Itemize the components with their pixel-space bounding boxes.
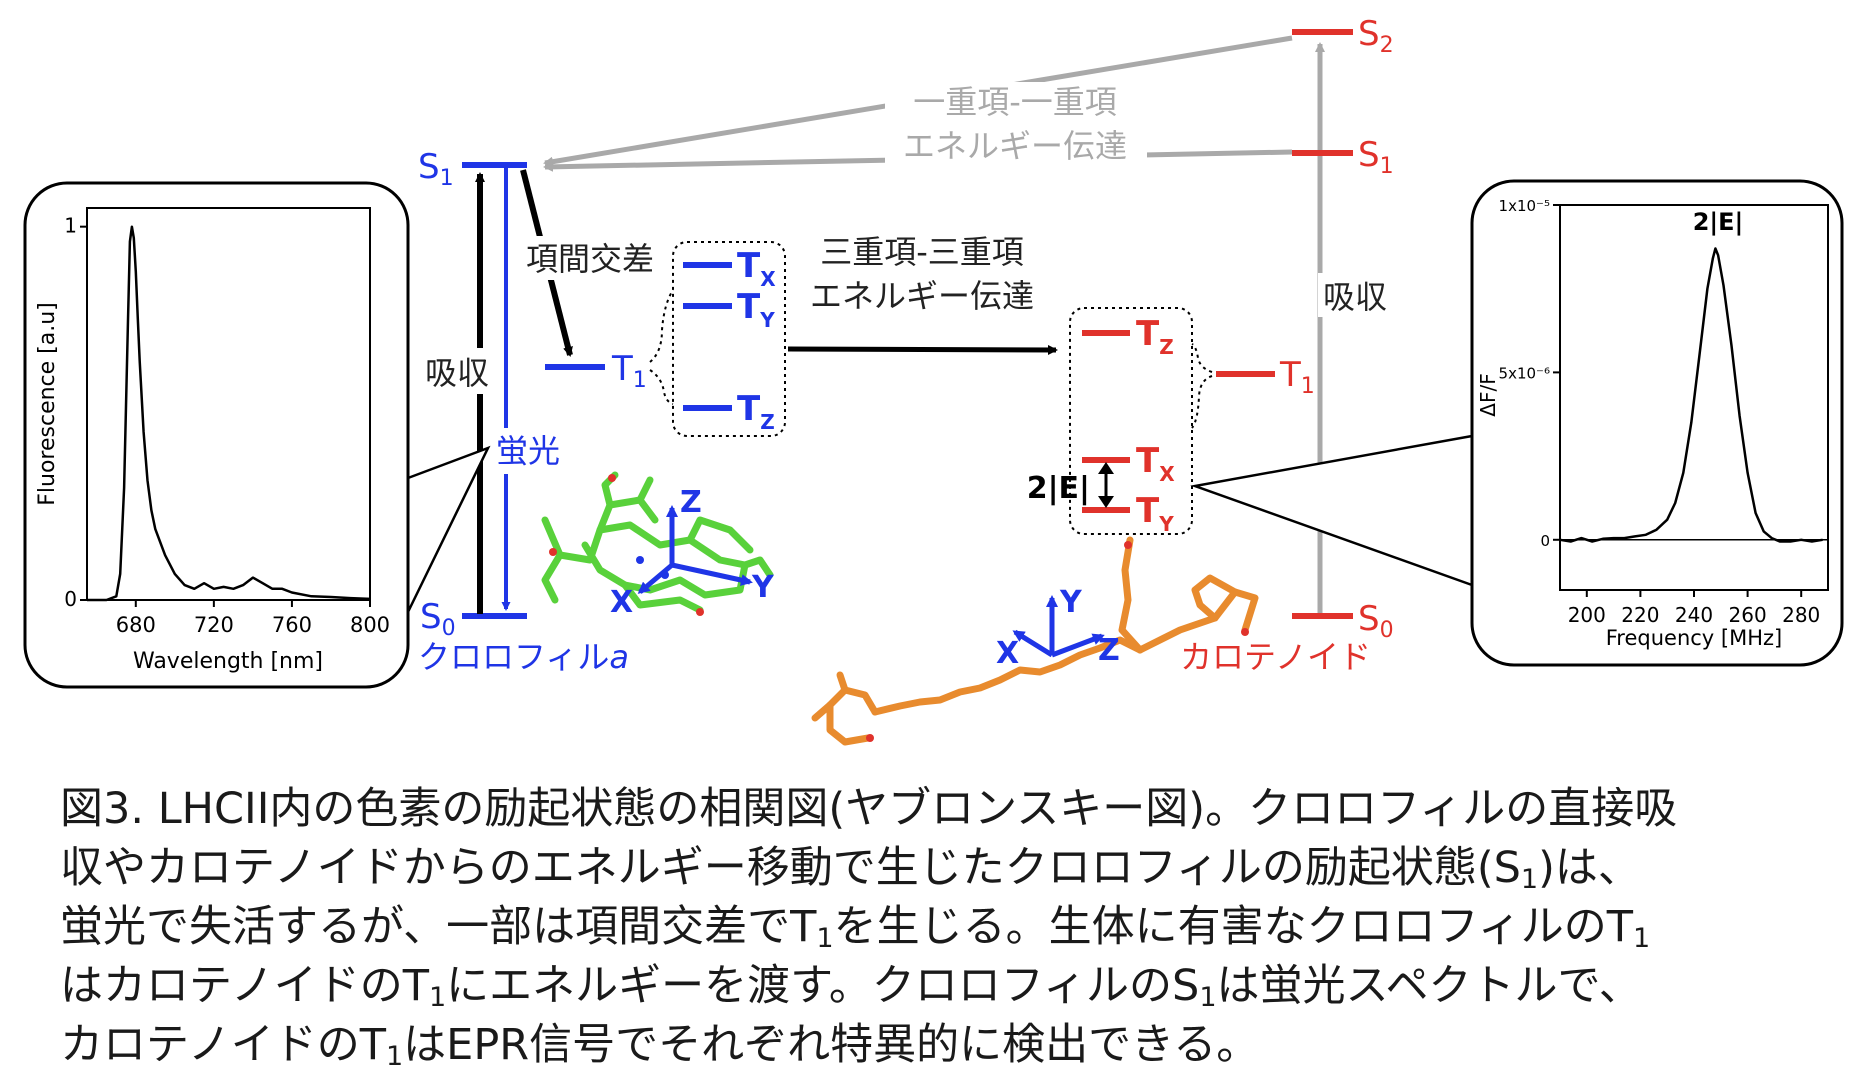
chl-y-axis: [671, 562, 753, 586]
series-line: [87, 225, 371, 602]
x-tick-label: 260: [1729, 603, 1767, 627]
figure-caption: 図3. LHCII内の色素の励起状態の相関図(ヤブロンスキー図)。クロロフィルの…: [60, 780, 1840, 1075]
chlorophyll-molecule: [541, 471, 774, 614]
caption-subscript: 1: [1199, 982, 1217, 1013]
car-z-axis: [1051, 633, 1105, 658]
caption-part: はカロテノイドのT: [60, 961, 429, 1011]
caption-subscript: 1: [385, 1041, 404, 1072]
fluorescence-callout: [406, 432, 491, 613]
y-tick-label: 0: [64, 587, 77, 611]
car-y-axis-label: Y: [1059, 585, 1083, 620]
car-x-axis-label: X: [996, 636, 1019, 671]
caption-part: は蛍光スペクトルで、: [1216, 961, 1642, 1011]
isc-label: 項間交差: [526, 240, 654, 278]
caption-subscript: 1: [816, 923, 834, 954]
car-s2-label: S2: [1358, 14, 1394, 58]
carotenoid-molecule: [811, 536, 1259, 746]
chl-t1-brace-upper: [649, 289, 674, 363]
x-tick-label: 200: [1568, 603, 1606, 627]
y-tick-label: 0: [1540, 532, 1550, 550]
fluorescence-plot-area: [86, 207, 371, 601]
car-x-axis: [1012, 629, 1054, 658]
chl-absorption-label: 吸収: [425, 354, 489, 392]
caption-part: にエネルギーを渡す。クロロフィルのS: [446, 961, 1200, 1011]
chl-ty-label: TY: [737, 287, 775, 332]
chl-x-axis: [637, 563, 674, 594]
car-t1-brace-lower: [1191, 375, 1213, 429]
caption-part: カロテノイドのT: [60, 1020, 386, 1070]
fluorescence-spectrum-panel: 680 720 760 800 0 1 Wavelength [nm] Fluoresce…: [23, 181, 410, 689]
epr-spectrum-panel: 200 220 240 260 280 0 5x10⁻⁶ 1x10⁻⁵ Frequency […: [1470, 179, 1844, 667]
series-line: [1559, 247, 1823, 543]
splitting-arrow-head-bottom: [1098, 496, 1114, 508]
fluorescence-xlabel: Wavelength [nm]: [133, 649, 323, 674]
chl-triplet-box: [672, 241, 786, 437]
caption-subscript: 1: [1633, 923, 1651, 954]
caption-part: 蛍光で失活するが、一部は項間交差でT: [60, 902, 817, 952]
x-tick-label: 240: [1675, 603, 1713, 627]
splitting-label: 2|E|: [1027, 471, 1090, 506]
caption-subscript: 1: [428, 982, 447, 1013]
x-tick-label: 760: [272, 613, 312, 637]
chl-z-axis-label: Z: [680, 485, 702, 520]
caption-part: はEPR信号でそれぞれ特異的に検出できる。: [403, 1020, 1260, 1070]
carotenoid-absorption-label: 吸収: [1323, 278, 1387, 316]
epr-chart: 200 220 240 260 280 0 5x10⁻⁶ 1x10⁻⁵: [1499, 197, 1828, 627]
x-tick-label: 280: [1782, 603, 1820, 627]
carotenoid-molecule-heteroatoms: [866, 541, 1249, 742]
car-ty-label: TY: [1136, 491, 1174, 536]
chlorophyll-molecule-heteroatoms: [549, 474, 704, 616]
carotenoid-name: カロテノイド: [1180, 638, 1371, 676]
x-tick-label: 220: [1621, 603, 1659, 627]
car-tz-label: TZ: [1136, 314, 1174, 359]
car-t1-brace-upper: [1191, 343, 1213, 373]
chlorophyll-name: クロロフィルa: [418, 638, 629, 676]
y-tick-label: 1: [64, 214, 77, 238]
chl-y-axis-label: Y: [751, 570, 775, 605]
x-tick-label: 680: [116, 613, 156, 637]
x-tick-label: 720: [194, 613, 234, 637]
epr-xlabel: Frequency [MHz]: [1606, 626, 1782, 650]
y-tick-label: 1x10⁻⁵: [1499, 197, 1550, 215]
epr-annotation: 2|E|: [1693, 208, 1744, 236]
fluorescence-spectrum-frame: [23, 181, 410, 689]
caption-part: 収やカロテノイドからのエネルギー移動で生じたクロロフィルの励起状態(S: [60, 843, 1521, 893]
chl-tx-label: TX: [737, 246, 776, 291]
singlet-transfer-label-2: エネルギー伝達: [903, 127, 1127, 165]
epr-callout: [1190, 434, 1474, 587]
car-s1-label: S1: [1358, 135, 1394, 179]
chl-tz-label: TZ: [737, 389, 775, 434]
chl-t1-label: T1: [611, 349, 647, 393]
chl-fluorescence-label: 蛍光: [496, 432, 560, 470]
caption-subscript: 1: [1520, 864, 1539, 895]
chl-x-axis-label: X: [610, 585, 633, 620]
chl-s1-label: S1: [418, 147, 454, 191]
epr-ylabel: ΔF/F: [1476, 373, 1500, 416]
x-tick-label: 800: [350, 613, 390, 637]
chl-s0-label: S0: [420, 597, 456, 641]
car-tx-label: TX: [1136, 441, 1175, 486]
epr-spectrum-frame: [1470, 179, 1844, 667]
caption-part: 図3. LHCII内の色素の励起状態の相関図(ヤブロンスキー図)。クロロフィルの…: [60, 784, 1678, 834]
fluorescence-ylabel: Fluorescence [a.u]: [35, 302, 60, 506]
jablonski-diagram: 一重項-一重項 エネルギー伝達 吸収 S1 S0 吸収 蛍光 項間交差 T1 T…: [23, 14, 1844, 746]
car-z-axis-label: Z: [1098, 633, 1120, 668]
car-t1-label: T1: [1279, 355, 1315, 399]
chl-t1-brace-lower: [649, 369, 674, 405]
caption-part: )は、: [1538, 843, 1641, 893]
triplet-transfer-arrow: [787, 344, 1058, 355]
splitting-arrow-head-top: [1098, 462, 1114, 474]
y-tick-label: 5x10⁻⁶: [1499, 364, 1550, 382]
fluorescence-chart: 680 720 760 800 0 1: [64, 214, 390, 637]
caption-part: を生じる。生体に有害なクロロフィルのT: [833, 902, 1633, 952]
singlet-transfer-label-1: 一重項-一重項: [913, 83, 1117, 121]
triplet-transfer-label-2: エネルギー伝達: [810, 277, 1034, 315]
triplet-transfer-label-1: 三重項-三重項: [820, 233, 1024, 271]
car-s0-label: S0: [1358, 599, 1394, 643]
